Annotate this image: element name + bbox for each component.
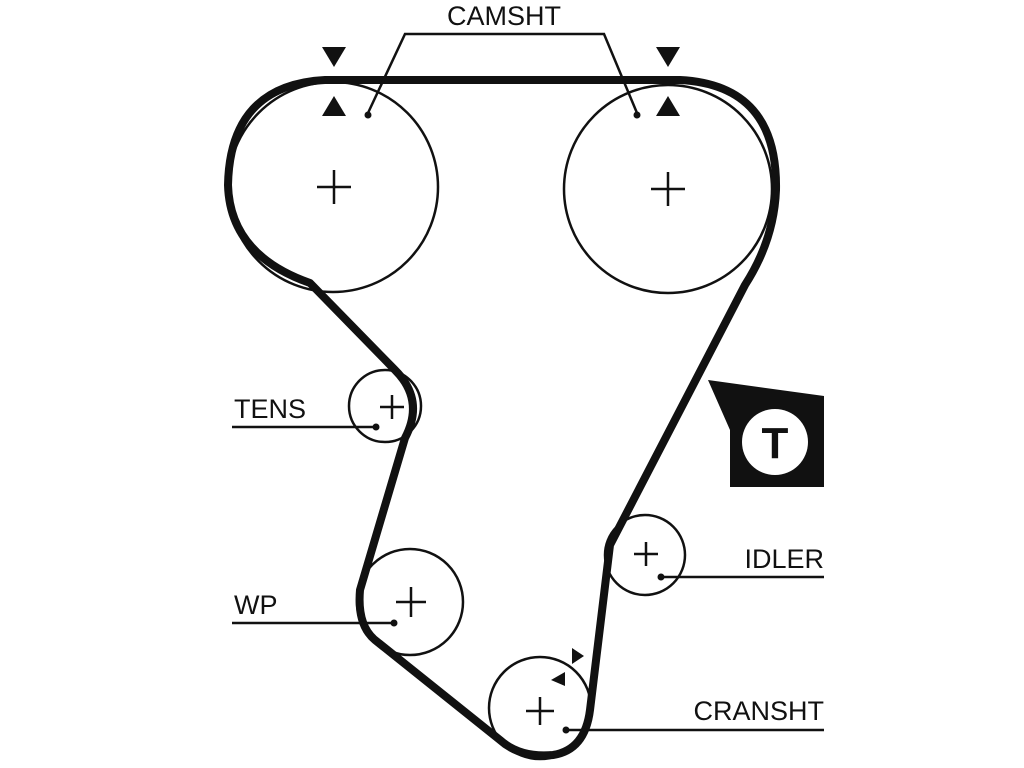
right-camshaft-center-cross <box>651 172 685 206</box>
crankshaft-outer-timing-mark <box>572 648 584 664</box>
tensioner-center-cross <box>380 395 404 419</box>
crankshaft-inner-timing-mark <box>551 672 565 686</box>
camshaft-label: CAMSHT <box>447 1 561 31</box>
tension-indicator-badge: T <box>708 380 824 487</box>
water-pump-label: WP <box>234 590 278 620</box>
tension-mark-letter: T <box>762 419 789 468</box>
timing-belt <box>224 76 781 760</box>
right-camshaft-inner-timing-mark <box>656 96 680 116</box>
right-camshaft-reference-dot <box>633 111 641 119</box>
tensioner-pulley <box>347 368 423 444</box>
idler-label: IDLER <box>744 544 824 574</box>
idler-center-cross <box>634 542 658 566</box>
tension-badge-circle <box>742 409 808 475</box>
crankshaft-center-cross <box>526 697 554 725</box>
left-camshaft-inner-timing-mark <box>322 96 346 116</box>
crankshaft-label: CRANSHT <box>693 696 824 726</box>
water-pump-center-cross <box>396 587 426 617</box>
left-camshaft-center-cross <box>317 170 351 204</box>
right-camshaft-pulley <box>562 83 774 295</box>
left-camshaft-reference-dot <box>364 111 372 119</box>
camshaft-leader-line <box>366 32 639 114</box>
right-camshaft-outer-timing-mark <box>656 47 680 67</box>
tensioner-label: TENS <box>234 394 306 424</box>
left-camshaft-outer-timing-mark <box>322 47 346 67</box>
